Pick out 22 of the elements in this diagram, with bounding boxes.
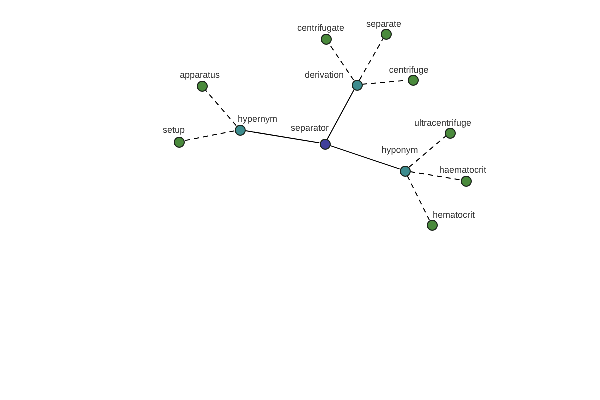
node-label: apparatus — [180, 70, 220, 80]
connector-line — [330, 145, 400, 170]
connector-line — [327, 89, 355, 140]
node-label: hematocrit — [433, 210, 476, 220]
dashed-connector — [205, 90, 237, 126]
node-label: haematocrit — [439, 165, 487, 175]
node-label: derivation — [304, 70, 344, 80]
dashed-connector — [184, 130, 236, 142]
node-label: hyponym — [382, 145, 418, 155]
node-label: separate — [366, 19, 402, 29]
node-label: ultracentrifuge — [414, 118, 472, 128]
node-label: separator — [290, 123, 329, 133]
node-label: centrifuge — [389, 65, 429, 75]
node-label: setup — [162, 125, 186, 135]
dashed-connector — [408, 136, 446, 168]
node-label: centrifugate — [297, 23, 345, 33]
connector-line — [244, 130, 320, 144]
dashed-connector — [359, 38, 384, 81]
dashed-connector — [407, 175, 430, 221]
dashed-connector — [328, 43, 354, 81]
dashed-connector — [410, 171, 462, 181]
node-label: hypernym — [238, 114, 278, 124]
